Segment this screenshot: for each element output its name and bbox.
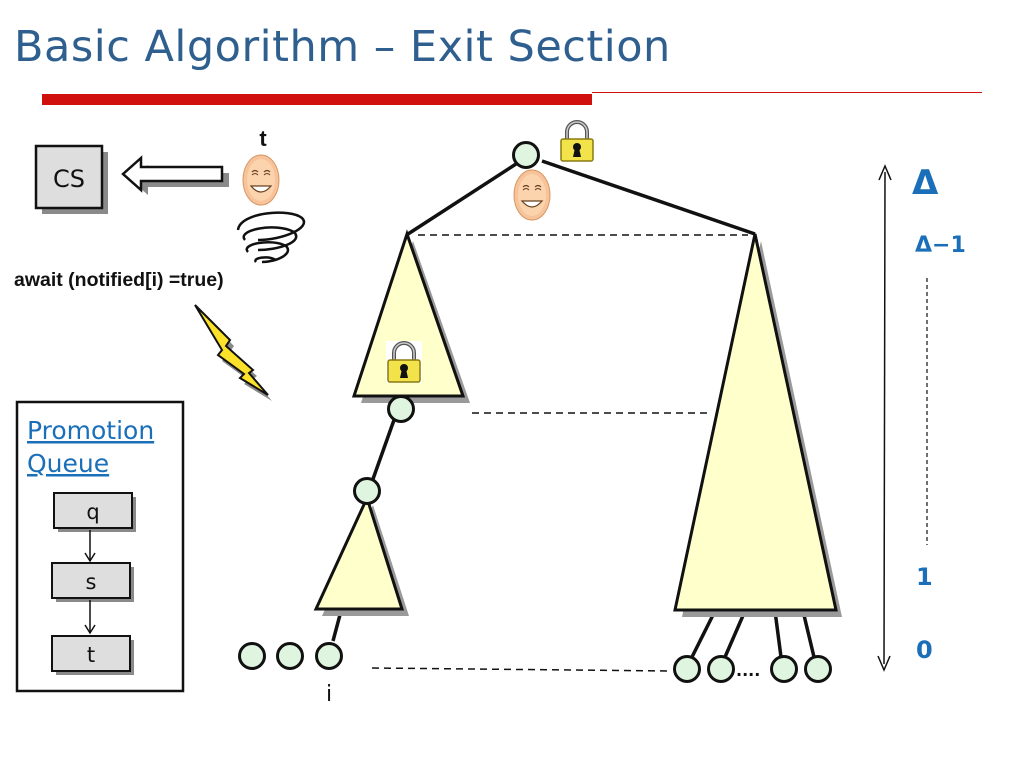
queue-item	[51, 562, 131, 599]
leaf-i-label: i	[326, 682, 332, 707]
level-label-delta-minus-1: Δ−1	[915, 233, 966, 258]
level-axis	[877, 164, 928, 672]
spring-coil-icon	[236, 211, 306, 264]
slide-title: Basic Algorithm – Exit Section	[14, 22, 671, 72]
inner-node	[353, 477, 381, 505]
dashed-level-lines	[371, 234, 748, 672]
await-condition-label: await (notified[i) =true)	[14, 269, 224, 291]
title-underline-bar	[42, 94, 592, 105]
promotion-queue-title: Promotion	[27, 416, 154, 445]
subtree-triangles	[313, 229, 842, 617]
smiley-face-icon	[242, 154, 280, 206]
queue-item-label: t	[87, 643, 95, 667]
title-underline-thin-line	[592, 92, 982, 93]
tree-edges	[331, 159, 816, 658]
queue-item	[53, 492, 133, 529]
leaf-node	[238, 642, 266, 670]
leaf-node-i	[315, 642, 343, 670]
queue-item-label: q	[86, 500, 99, 524]
inner-node	[387, 395, 415, 423]
leaf-node	[673, 655, 701, 683]
level-label-0: 0	[916, 636, 933, 664]
thread-label: t	[259, 126, 267, 151]
leaf-node	[770, 655, 798, 683]
cs-box-label: CS	[53, 165, 85, 193]
promotion-queue-title: Queue	[27, 449, 109, 478]
right-subtree-triangle	[673, 233, 838, 612]
level-label-1: 1	[916, 563, 933, 591]
queue-item	[51, 635, 131, 672]
padlock-icon	[557, 118, 597, 164]
tree-nodes	[238, 141, 832, 683]
queue-item-label: s	[86, 570, 97, 594]
padlock-icon	[384, 339, 424, 385]
left-subtree-triangle	[351, 229, 466, 398]
leaf-node	[276, 642, 304, 670]
leaf-node	[707, 655, 735, 683]
leaf-node	[804, 655, 832, 683]
critical-section-box: CS	[34, 144, 108, 214]
lightning-bolt-icon	[194, 304, 272, 401]
small-subtree-triangle	[313, 493, 405, 611]
smiley-face-icon	[513, 169, 551, 221]
left-arrow-icon	[121, 155, 229, 195]
leaf-ellipsis: ....	[736, 661, 760, 680]
level-label-delta: Δ	[912, 163, 939, 203]
root-node	[512, 141, 540, 169]
promotion-queue-panel: Promotion Queue q s t	[15, 400, 185, 693]
